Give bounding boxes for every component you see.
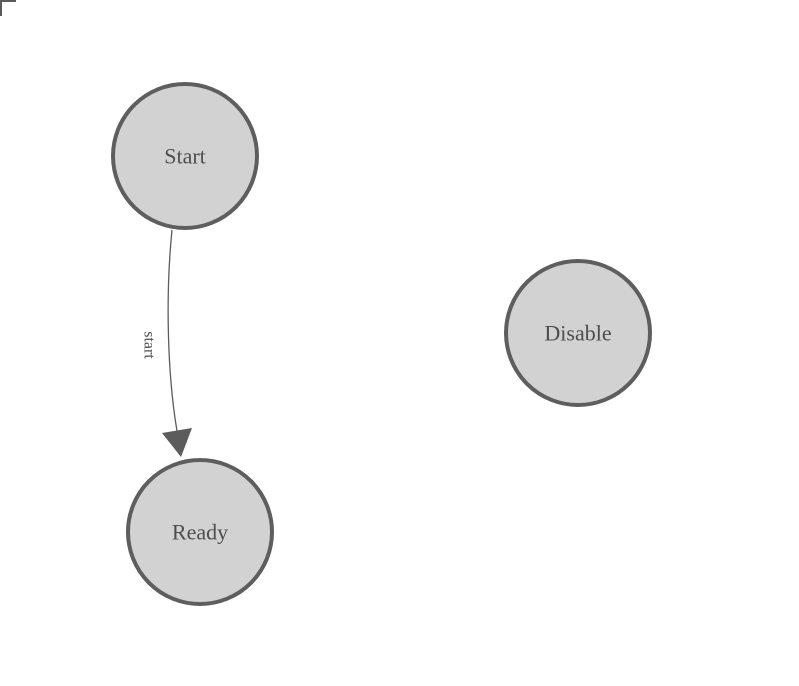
state-node-start[interactable]: Start (111, 82, 259, 230)
arrowhead-icon (162, 428, 192, 457)
transition-edge-start-to-ready[interactable] (167, 229, 178, 432)
origin-corner-mark (0, 0, 16, 16)
state-circle-start[interactable] (111, 82, 259, 230)
state-circle-ready[interactable] (126, 458, 274, 606)
transition-label-start-to-ready[interactable]: start (141, 331, 158, 359)
state-node-disable[interactable]: Disable (504, 259, 652, 407)
state-node-ready[interactable]: Ready (126, 458, 274, 606)
state-circle-disable[interactable] (504, 259, 652, 407)
transition-start-to-ready: start (141, 229, 192, 457)
